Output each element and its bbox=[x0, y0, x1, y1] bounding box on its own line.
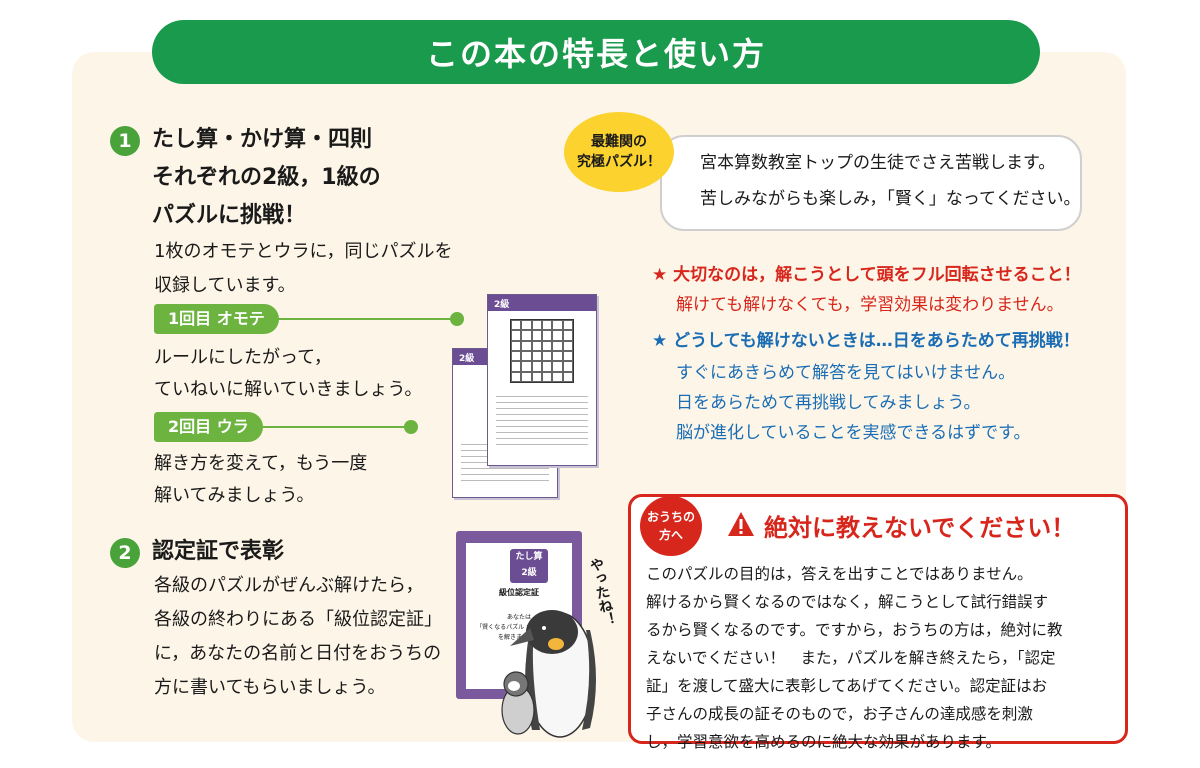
warning-text: このパズルの目的は，答えを出すことではありません。 解けるから賢くなるのではなく… bbox=[646, 565, 1063, 751]
tip2-title: ★ どうしても解けないときは…日をあらためて再挑戦！ bbox=[652, 331, 1080, 351]
speech-line1: 宮本算数教室トップの生徒でさえ苦戦します。 bbox=[700, 153, 1056, 173]
parent-warning-box bbox=[628, 494, 1128, 744]
step1-connector-line bbox=[160, 318, 456, 320]
tip2-text-line2: 日をあらためて再挑戦してみましょう。 bbox=[676, 393, 981, 413]
warning-title: 絶対に教えないでください！ bbox=[764, 514, 1076, 542]
step1-connector-dot bbox=[450, 312, 464, 326]
step2-text-line1: 解き方を変えて，もう一度 bbox=[154, 453, 368, 474]
page-title: この本の特長と使い方 bbox=[425, 35, 766, 73]
step2-tag: 2回目 ウラ bbox=[154, 412, 263, 442]
step1-text-line1: ルールにしたがって， bbox=[154, 347, 332, 368]
parent-badge: おうちの 方へ bbox=[640, 496, 702, 556]
step2-connector-line bbox=[160, 426, 410, 428]
section1-text-line2: 収録しています。 bbox=[154, 275, 296, 296]
step2-connector-dot bbox=[404, 420, 418, 434]
step2-text-line2: 解いてみましょう。 bbox=[154, 485, 315, 506]
section2-text-line2: 各級の終わりにある「級位認定証」 bbox=[154, 609, 442, 630]
tip1-text: 解けても解けなくても，学習効果は変わりません。 bbox=[676, 295, 1064, 315]
penguin-illustration bbox=[501, 610, 596, 738]
warning-icon bbox=[728, 512, 754, 536]
page-title-banner: この本の特長と使い方 bbox=[152, 20, 1040, 84]
section-number-1: 1 bbox=[110, 126, 140, 156]
section-number-2: 2 bbox=[110, 538, 140, 568]
section2-text-line3: に，あなたの名前と日付をおうちの bbox=[154, 643, 442, 664]
puzzle-sheet-front: 2級 bbox=[487, 294, 597, 466]
speech-bubble bbox=[660, 135, 1082, 231]
step1-tag: 1回目 オモテ bbox=[154, 304, 279, 334]
speech-line2: 苦しみながらも楽しみ，「賢く」なってください。 bbox=[700, 189, 1081, 209]
section2-text-line4: 方に書いてもらいましょう。 bbox=[154, 677, 386, 698]
step1-text-line2: ていねいに解いていきましょう。 bbox=[154, 379, 423, 400]
sheet-front-grid bbox=[510, 319, 574, 383]
sheet-back-level: 2級 bbox=[459, 354, 475, 364]
section2-text-line1: 各級のパズルがぜんぶ解けたら， bbox=[154, 575, 424, 596]
section2-heading: 認定証で表彰 bbox=[152, 539, 285, 564]
certificate-title: 級位認定証 bbox=[499, 588, 539, 597]
certificate-text: あなたは 「賢くなるパズル たし算 2級」 を解きました。 bbox=[476, 614, 562, 641]
sheet-front-level: 2級 bbox=[494, 300, 510, 310]
certificate-badge: たし算 2級 bbox=[510, 549, 548, 583]
section1-heading-line3: パズルに挑戦！ bbox=[152, 203, 307, 228]
section1-heading-line1: たし算・かけ算・四則 bbox=[152, 127, 373, 152]
ultimate-puzzle-badge: 最難関の 究極パズル！ bbox=[564, 112, 674, 192]
tip1-title: ★ 大切なのは，解こうとして頭をフル回転させること！ bbox=[652, 265, 1081, 285]
section1-heading-line2: それぞれの2級，1級の bbox=[152, 165, 381, 190]
tip2-text-line1: すぐにあきらめて解答を見てはいけません。 bbox=[676, 363, 1016, 383]
section1-text-line1: 1枚のオモテとウラに，同じパズルを bbox=[154, 241, 453, 262]
tip2-text-line3: 脳が進化していることを実感できるはずです。 bbox=[676, 423, 1031, 443]
sheet-front-lines bbox=[496, 391, 588, 450]
